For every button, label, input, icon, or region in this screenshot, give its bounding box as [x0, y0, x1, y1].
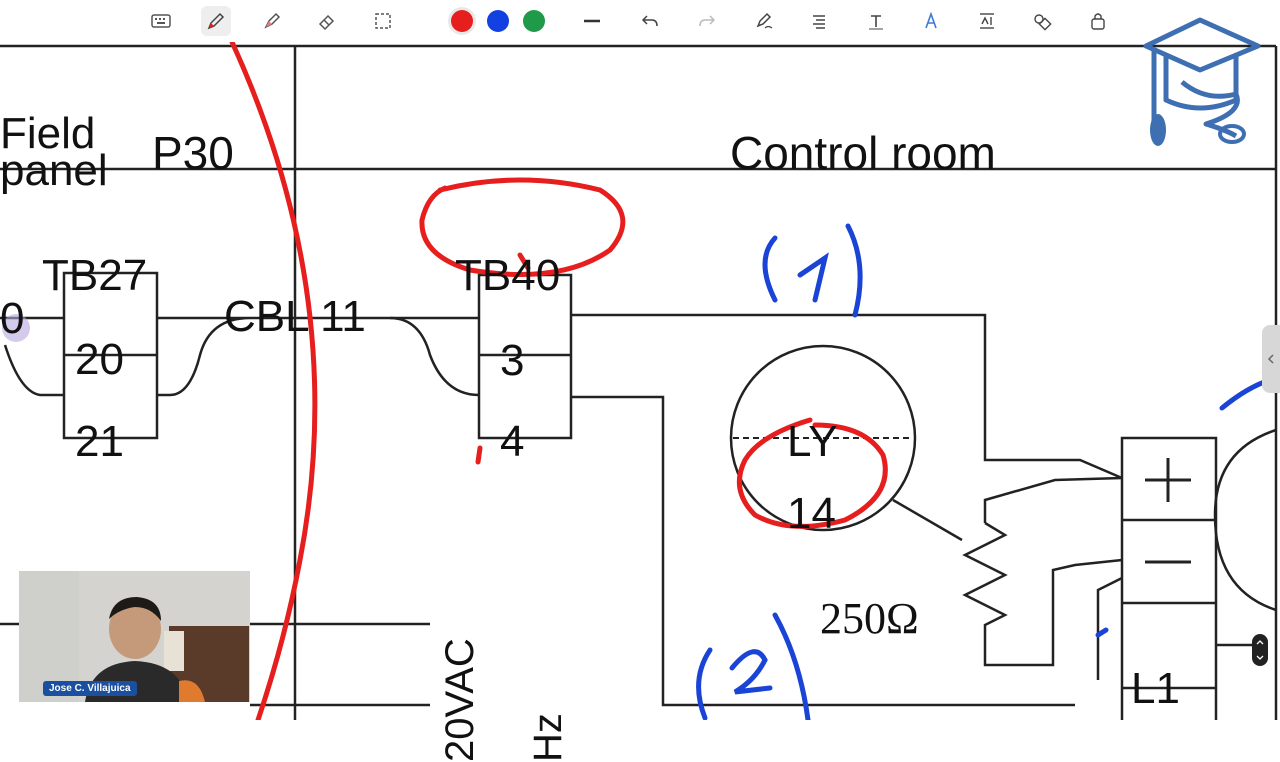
lasso-select-button[interactable] [368, 6, 398, 36]
presenter-webcam: Jose C. Villajuica [19, 571, 250, 702]
cable-label: CBL 11 [224, 292, 366, 341]
scroll-arrows-icon [1256, 640, 1264, 660]
ink-to-text-icon [925, 11, 937, 29]
tb40-terminal-3: 3 [500, 336, 525, 385]
line-thickness-button[interactable] [577, 6, 607, 36]
supply-frequency-label: Hz [526, 713, 570, 762]
lock-button[interactable] [1083, 6, 1113, 36]
side-panel-toggle[interactable] [1262, 325, 1280, 393]
presenter-name-tag: Jose C. Villajuica [43, 681, 137, 696]
pen-button[interactable] [201, 6, 231, 36]
ink-to-text-button[interactable] [916, 6, 946, 36]
lock-icon [1091, 13, 1105, 30]
color-green-swatch[interactable] [523, 10, 545, 32]
tb27-terminal-20: 20 [75, 335, 124, 384]
graduation-cap-logo [1143, 17, 1261, 146]
text-align-icon [813, 15, 825, 29]
left-cut-label: 0 [0, 294, 25, 343]
lasso-select-icon [375, 13, 391, 29]
color-red-swatch[interactable] [451, 10, 473, 32]
supply-voltage-label: 20VAC [438, 638, 482, 762]
undo-icon [641, 15, 658, 27]
color-blue-swatch[interactable] [487, 10, 509, 32]
schematic-lines [0, 42, 1279, 720]
text-tool-button[interactable] [861, 6, 891, 36]
header-control-room: Control room [730, 127, 996, 179]
spacing-button[interactable] [972, 6, 1002, 36]
eraser-icon [318, 14, 335, 31]
keyboard-icon [151, 14, 171, 28]
line-thickness-icon [584, 19, 600, 23]
shape-pen-button[interactable] [749, 6, 779, 36]
header-panel-tag: P30 [152, 127, 234, 179]
redo-icon [699, 15, 716, 27]
highlighter-icon [264, 12, 281, 29]
highlighter-button[interactable] [257, 6, 287, 36]
drawing-canvas[interactable]: Field panel P30 Control room 0 TB27 20 2… [0, 42, 1280, 762]
undo-button[interactable] [635, 6, 665, 36]
tb40-terminal-4: 4 [500, 417, 525, 466]
resistor-value: 250Ω [820, 594, 919, 643]
text-align-button[interactable] [804, 6, 834, 36]
instrument-function: LY [787, 417, 838, 466]
text-tool-icon [869, 15, 883, 30]
shapes-icon [1034, 14, 1052, 31]
eraser-button[interactable] [312, 6, 342, 36]
header-field-label: Field [0, 109, 96, 158]
shape-pen-icon [756, 12, 773, 29]
ink-toolbar [0, 0, 1140, 42]
shapes-button[interactable] [1027, 6, 1057, 36]
tb40-label: TB40 [455, 251, 561, 300]
header-panel-label: panel [0, 146, 108, 195]
tb27-terminal-21: 21 [75, 417, 124, 466]
keyboard-button[interactable] [146, 6, 176, 36]
redo-button[interactable] [692, 6, 722, 36]
chevron-left-icon [1267, 354, 1274, 364]
pen-icon [207, 12, 225, 30]
spacing-icon [980, 13, 994, 29]
tb27-label: TB27 [42, 251, 148, 300]
page-scroll-handle[interactable] [1252, 634, 1268, 666]
instrument-loop-number: 14 [787, 489, 836, 538]
module-terminal-l1: L1 [1131, 664, 1180, 713]
